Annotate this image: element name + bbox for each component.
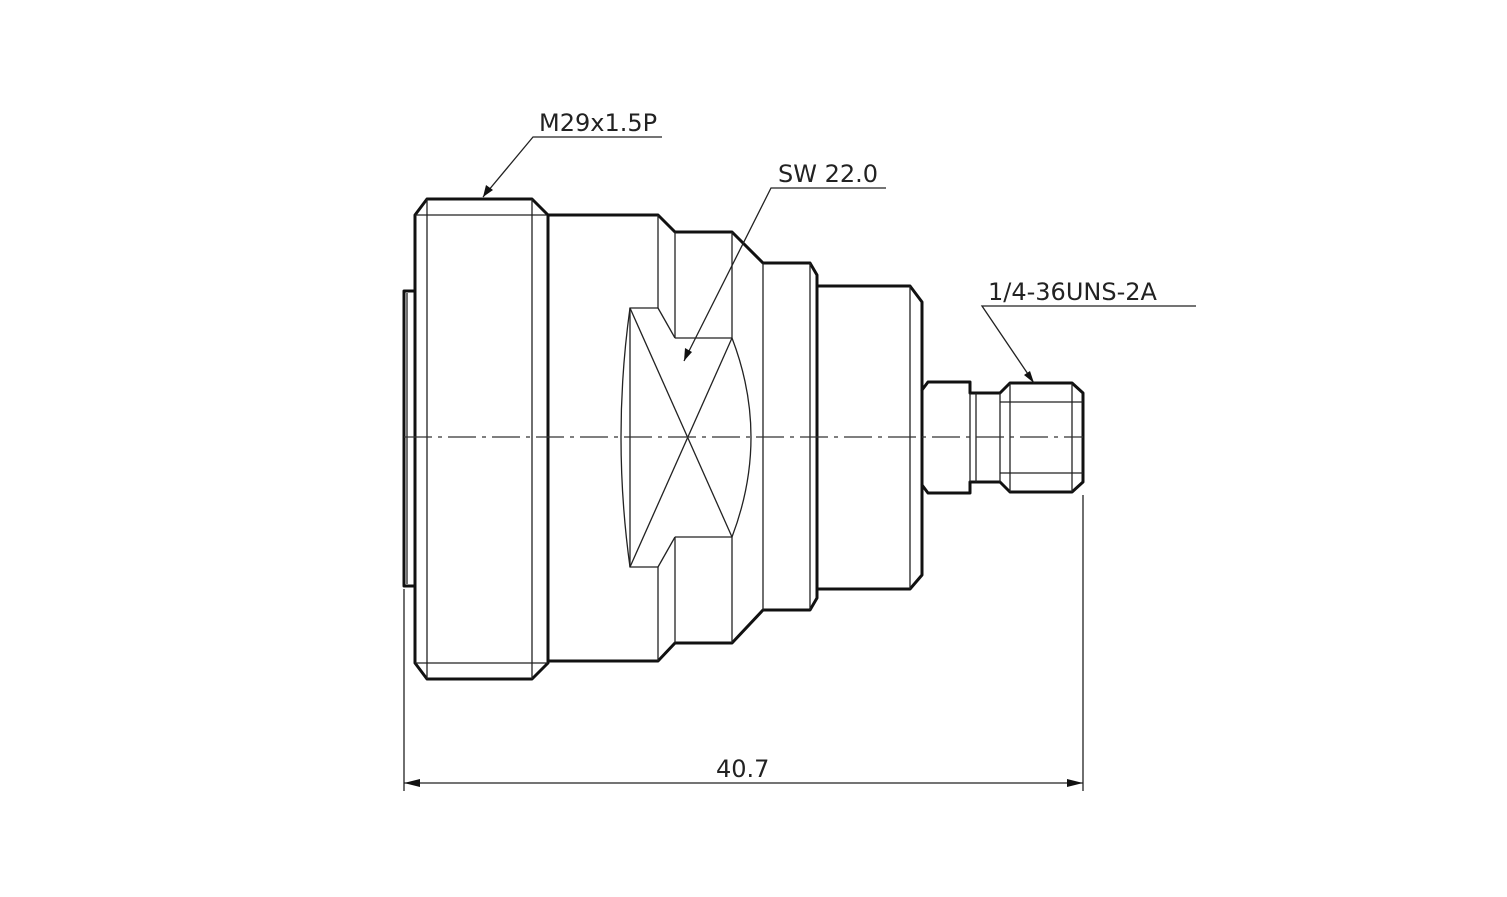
left-flange xyxy=(402,289,417,588)
wrench-flats xyxy=(620,307,752,568)
overall-length-label: 40.7 xyxy=(716,755,769,783)
overall-length-dimension: 40.7 xyxy=(403,495,1084,791)
inner-thread-label: 1/4-36UNS-2A xyxy=(988,278,1158,306)
coupling-nut xyxy=(413,197,550,681)
main-body xyxy=(546,213,819,663)
callout-outer-thread: M29x1.5P xyxy=(482,109,662,198)
callout-wrench-flat: SW 22.0 xyxy=(683,160,886,362)
outer-thread-label: M29x1.5P xyxy=(539,109,657,137)
callout-inner-thread: 1/4-36UNS-2A xyxy=(980,278,1196,384)
wrench-flat-label: SW 22.0 xyxy=(778,160,878,188)
